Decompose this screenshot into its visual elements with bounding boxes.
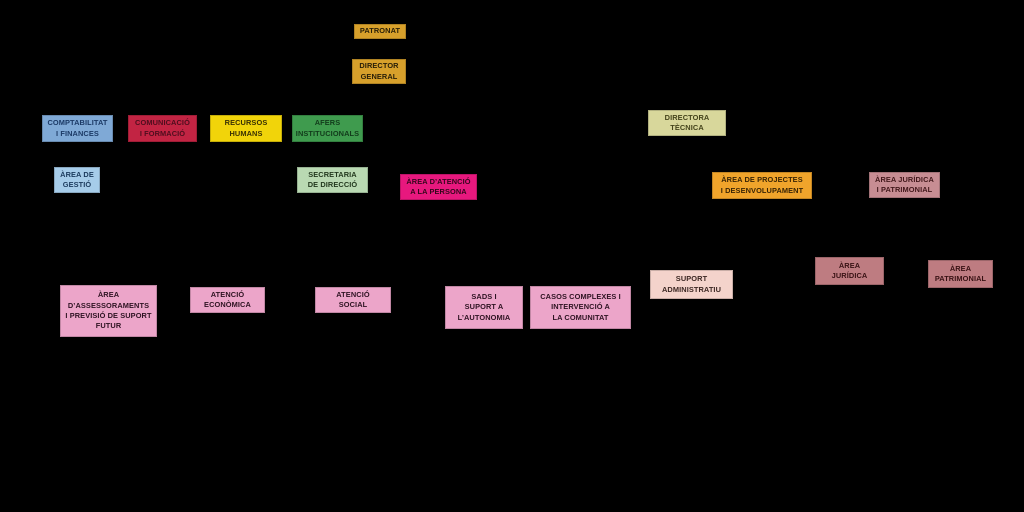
org-node-area-gestio-label: ÀREA DE GESTIÓ xyxy=(60,169,94,189)
org-node-comunicacio-formacio: COMUNICACIÓ I FORMACIÓ xyxy=(128,115,197,142)
org-node-afers-institucionals: AFERS INSTITUCIONALS xyxy=(292,115,363,142)
org-node-sads-suport-autonomia: SADS I SUPORT A L’AUTONOMIA xyxy=(445,286,523,329)
org-node-suport-administratiu: SUPORT ADMINISTRATIU xyxy=(650,270,733,299)
org-node-directora-tecnica-label: DIRECTORA TÈCNICA xyxy=(664,112,710,132)
org-node-area-gestio: ÀREA DE GESTIÓ xyxy=(54,167,100,193)
org-node-area-assessoraments: ÀREA D’ASSESSORAMENTS I PREVISIÓ DE SUPO… xyxy=(60,285,157,337)
org-node-area-assessoraments-label: ÀREA D’ASSESSORAMENTS I PREVISIÓ DE SUPO… xyxy=(65,290,152,331)
org-node-atencio-social-label: ATENCIÓ SOCIAL xyxy=(336,289,370,309)
org-node-comptabilitat-finances-label: COMPTABILITAT I FINANCES xyxy=(47,118,108,138)
org-node-recursos-humans: RECURSOS HUMANS xyxy=(210,115,282,142)
org-node-sads-suport-autonomia-label: SADS I SUPORT A L’AUTONOMIA xyxy=(457,291,511,322)
org-node-director-general: DIRECTOR GENERAL xyxy=(352,59,406,84)
org-node-suport-administratiu-label: SUPORT ADMINISTRATIU xyxy=(661,274,722,294)
org-node-patronat: PATRONAT xyxy=(354,24,406,39)
org-node-comunicacio-formacio-label: COMUNICACIÓ I FORMACIÓ xyxy=(135,118,190,138)
org-node-area-atencio-persona: ÀREA D’ATENCIÓ A LA PERSONA xyxy=(400,174,477,200)
org-node-directora-tecnica: DIRECTORA TÈCNICA xyxy=(648,110,726,136)
org-node-secretaria-direccio-label: SECRETARIA DE DIRECCIÓ xyxy=(307,169,358,189)
org-node-area-juridica-patrimonial: ÀREA JURÍDICA I PATRIMONIAL xyxy=(869,172,940,198)
org-node-area-patrimonial-label: ÀREA PATRIMONIAL xyxy=(934,263,987,283)
org-node-area-juridica-patrimonial-label: ÀREA JURÍDICA I PATRIMONIAL xyxy=(875,174,934,194)
org-node-area-juridica: ÀREA JURÍDICA xyxy=(815,257,884,285)
org-node-comptabilitat-finances: COMPTABILITAT I FINANCES xyxy=(42,115,113,142)
org-node-afers-institucionals-label: AFERS INSTITUCIONALS xyxy=(295,118,360,138)
org-node-area-juridica-label: ÀREA JURÍDICA xyxy=(831,260,868,280)
org-node-casos-complexes-label: CASOS COMPLEXES I INTERVENCIÓ A LA COMUN… xyxy=(540,291,621,322)
org-node-area-patrimonial: ÀREA PATRIMONIAL xyxy=(928,260,993,288)
org-node-area-projectes-desenvolupament-label: ÀREA DE PROJECTES I DESENVOLUPAMENT xyxy=(720,175,804,195)
org-node-casos-complexes: CASOS COMPLEXES I INTERVENCIÓ A LA COMUN… xyxy=(530,286,631,329)
org-node-patronat-label: PATRONAT xyxy=(359,26,401,36)
org-node-secretaria-direccio: SECRETARIA DE DIRECCIÓ xyxy=(297,167,368,193)
org-node-director-general-label: DIRECTOR GENERAL xyxy=(359,61,399,81)
org-node-atencio-economica-label: ATENCIÓ ECONÒMICA xyxy=(204,289,251,309)
org-node-area-projectes-desenvolupament: ÀREA DE PROJECTES I DESENVOLUPAMENT xyxy=(712,172,812,199)
org-node-recursos-humans-label: RECURSOS HUMANS xyxy=(224,118,268,138)
org-node-atencio-economica: ATENCIÓ ECONÒMICA xyxy=(190,287,265,313)
org-node-atencio-social: ATENCIÓ SOCIAL xyxy=(315,287,391,313)
org-node-area-atencio-persona-label: ÀREA D’ATENCIÓ A LA PERSONA xyxy=(406,176,471,196)
